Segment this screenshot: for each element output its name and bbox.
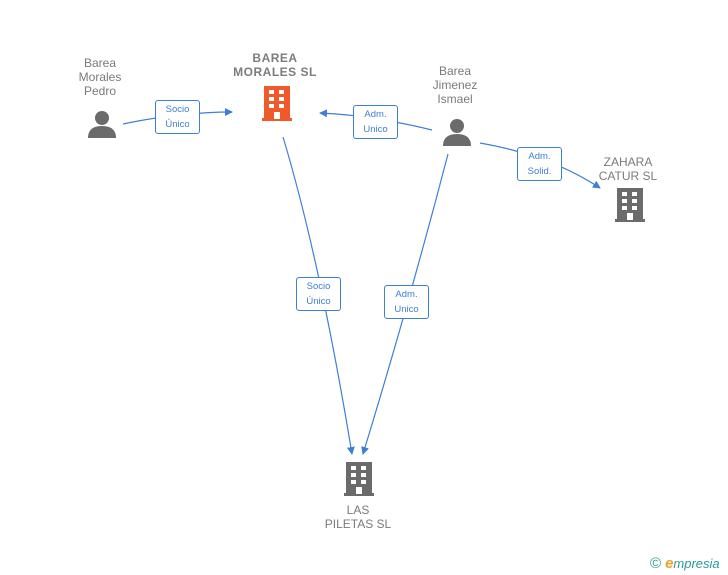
- node-label-barea-morales-sl[interactable]: BAREA MORALES SL: [233, 51, 317, 79]
- person-icon[interactable]: [443, 119, 471, 146]
- brand-logo: ©empresia: [650, 555, 720, 572]
- edge-label-ismael-piletas: Adm. Unico: [384, 285, 429, 319]
- node-label-las-piletas-sl[interactable]: LAS PILETAS SL: [324, 503, 392, 531]
- edge-label-barea-piletas: Socio Único: [296, 277, 341, 311]
- node-label-ismael[interactable]: Barea Jimenez Ismael: [432, 64, 478, 106]
- node-label-zahara-catur-sl[interactable]: ZAHARA CATUR SL: [598, 155, 658, 183]
- node-label-pedro[interactable]: Barea Morales Pedro: [78, 56, 122, 98]
- building-icon[interactable]: [615, 188, 645, 222]
- edge-label-pedro-barea: Socio Único: [155, 100, 200, 134]
- building-icon[interactable]: [262, 86, 292, 121]
- brand-initial: e: [665, 555, 674, 572]
- edge-label-ismael-zahara: Adm. Solid.: [517, 147, 562, 181]
- person-icon[interactable]: [88, 111, 116, 138]
- brand-name: mpresia: [673, 556, 720, 571]
- edge-label-ismael-barea: Adm. Unico: [353, 105, 398, 139]
- building-icon[interactable]: [344, 462, 374, 496]
- copyright-symbol: ©: [650, 555, 662, 572]
